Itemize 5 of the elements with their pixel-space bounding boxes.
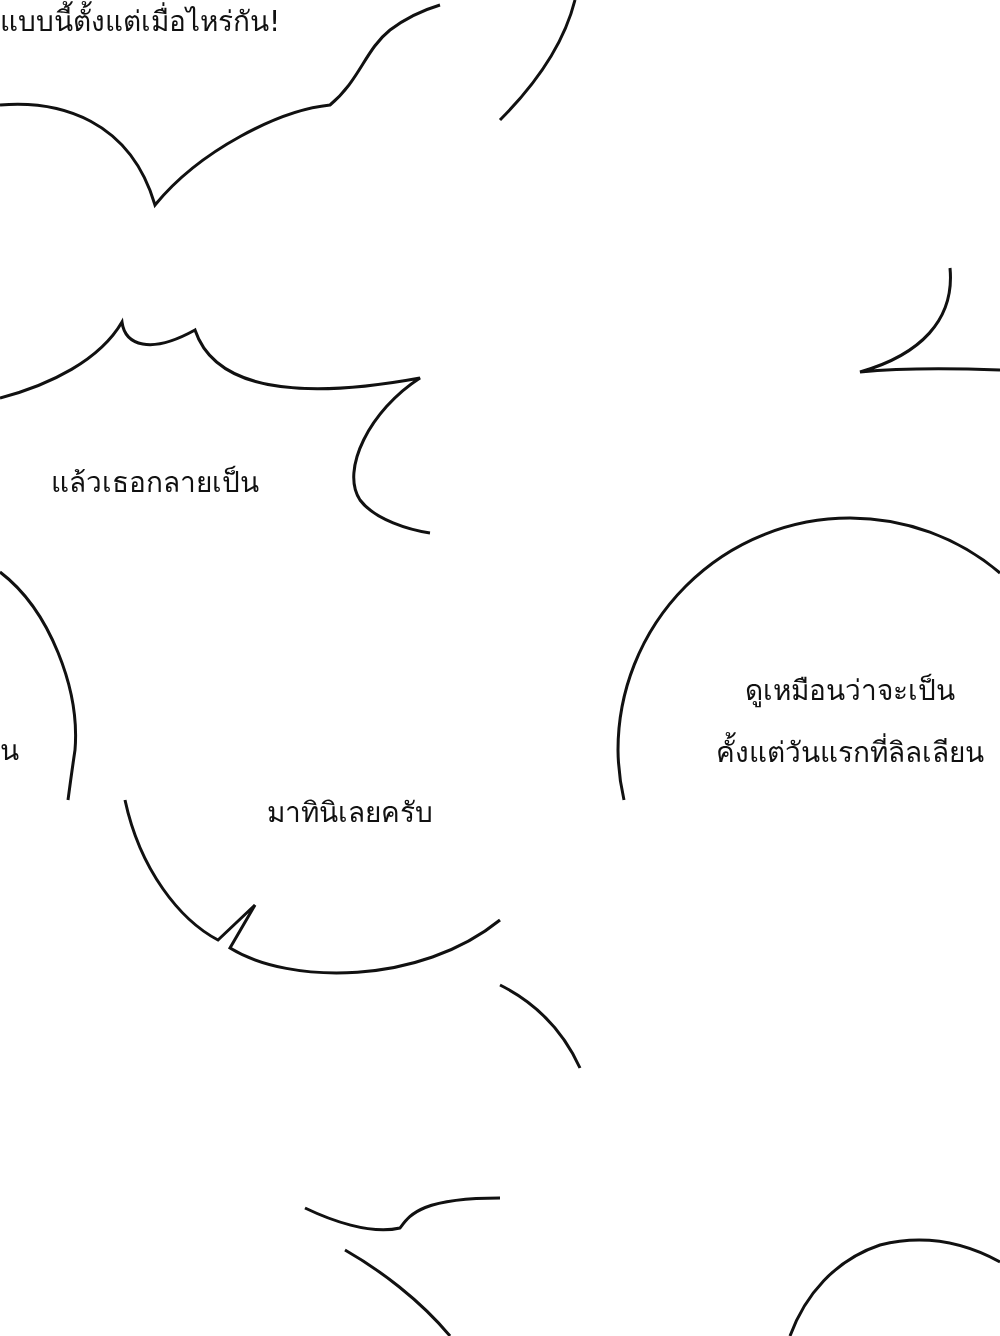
speech-text: ดูเหมือนว่าจะเป็น คั้งแต่วันแรกที่ลิลเลียน [715,672,985,771]
speech-text: แบบนี้ตั้งแต่เมื่อไหร่กัน! [0,2,330,42]
speech-text-fragment: น [0,733,19,769]
speech-text: มาทินิเลยครับ [266,795,434,831]
speech-text: แล้วเธอกลายเป็น [50,464,260,501]
